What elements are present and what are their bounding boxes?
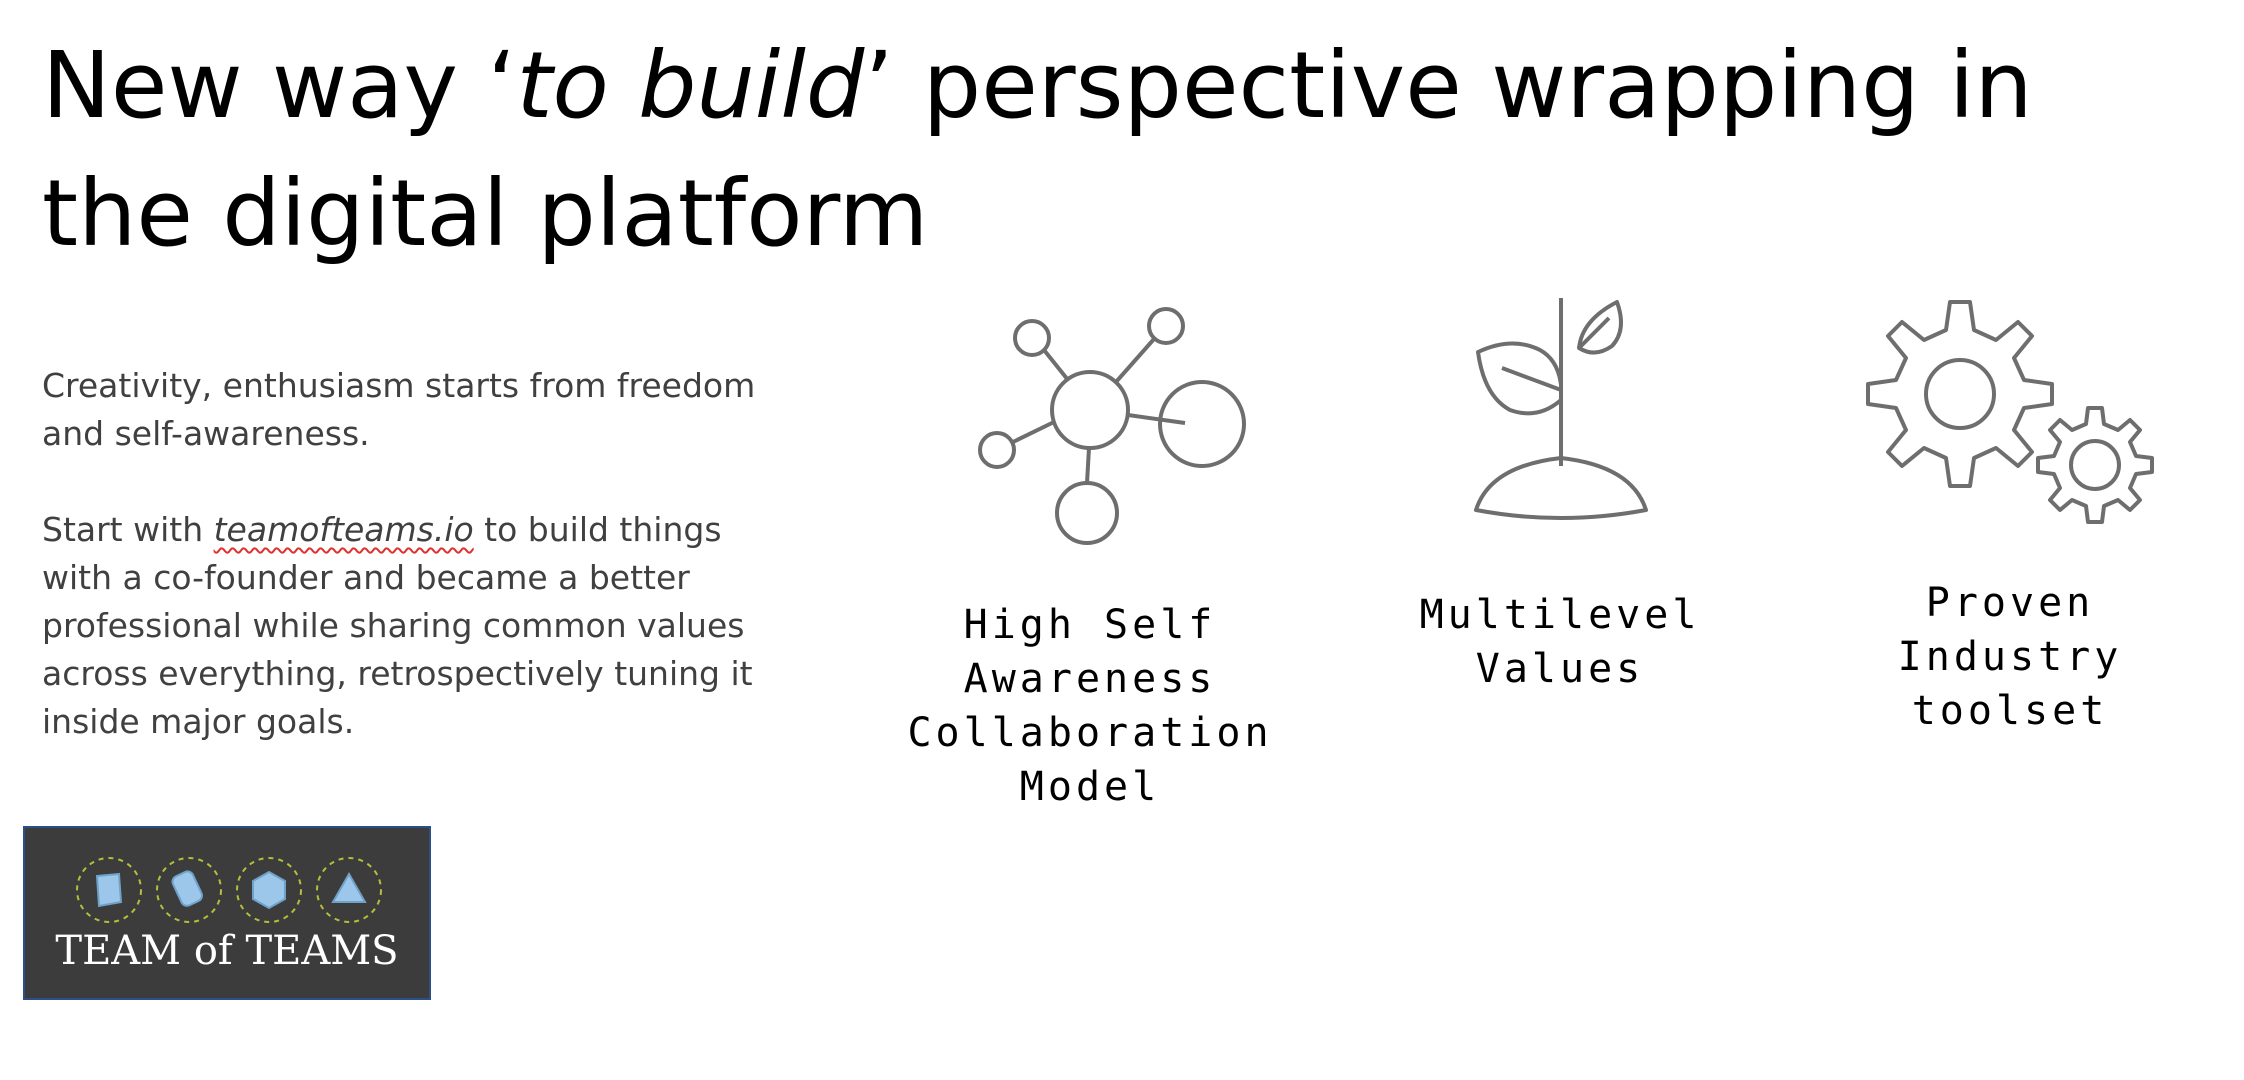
teamofteams-link[interactable]: teamofteams.io [213, 510, 474, 549]
intro-paragraph-2: Start with teamofteams.io to build thing… [42, 510, 753, 741]
gears-icon [1866, 300, 2154, 524]
title-part2: ’ perspective wrapping in the digital pl… [42, 32, 2033, 267]
intro-text: Creativity, enthusiasm starts from freed… [42, 362, 762, 794]
sprout-plant-icon [1474, 298, 1648, 520]
feature-toolset: Proven Industry toolset [1840, 290, 2180, 750]
title-italic: to build [516, 32, 865, 139]
team-of-teams-logo: TEAM of TEAMS [23, 826, 431, 1000]
feature-collaboration: High Self Awareness Collaboration Model [900, 290, 1280, 810]
feature-values: Multilevel Values [1380, 290, 1740, 692]
title-part1: New way ‘ [42, 32, 517, 139]
network-molecule-icon [978, 307, 1246, 545]
intro-paragraph-1: Creativity, enthusiasm starts from freed… [42, 366, 756, 453]
logo-text: TEAM of TEAMS [55, 928, 399, 974]
logo-shapes-icon [76, 857, 382, 923]
feature-label-values: Multilevel Values [1419, 592, 1701, 692]
feature-label-collaboration: High Self Awareness Collaboration Model [907, 602, 1273, 810]
slide-title: New way ‘to build’ perspective wrapping … [42, 22, 2202, 278]
feature-label-toolset: Proven Industry toolset [1897, 580, 2123, 734]
